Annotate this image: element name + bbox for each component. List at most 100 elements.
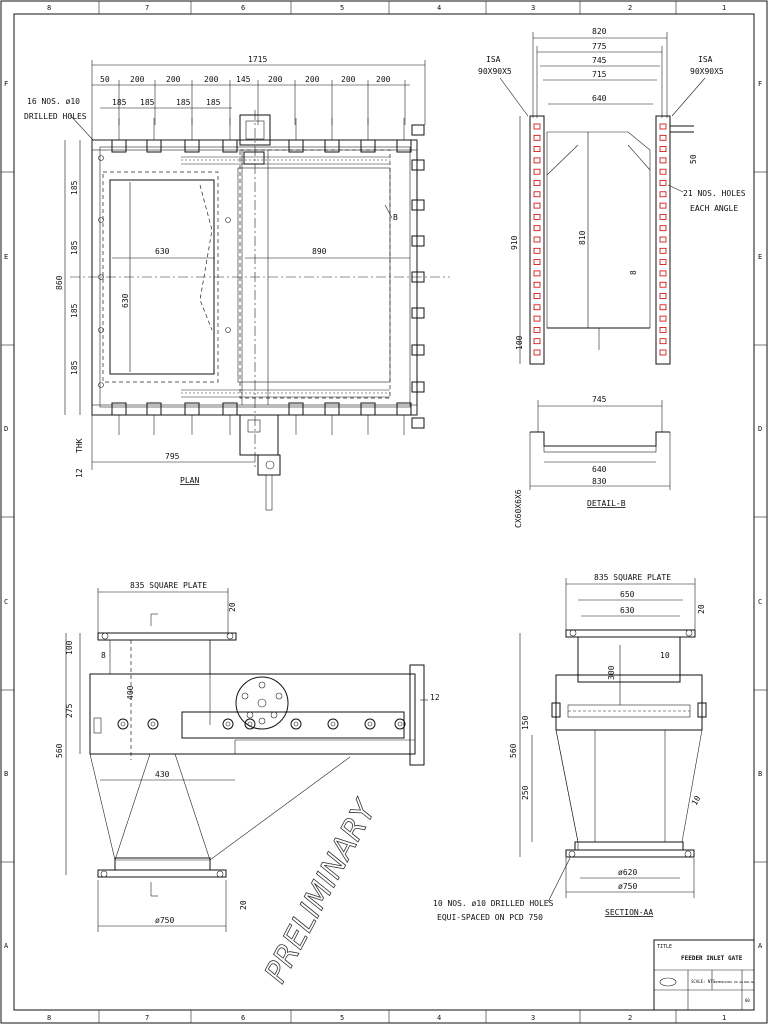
angle-hole-mark	[659, 202, 667, 209]
angle-hole-mark	[533, 191, 541, 198]
front-small-dim: 20	[228, 602, 237, 612]
title-block-sheet-label: DWG.No	[744, 980, 755, 984]
section-top-dim: 630	[620, 606, 635, 615]
angle-hole-mark	[533, 202, 541, 209]
side-right-angle	[655, 115, 671, 365]
title-block: TITLE FEEDER INLET GATE SCALE: NTS DIMEN…	[653, 939, 755, 1011]
section-aa: 835 SQUARE PLATE 650 630 20 300 10 560 2…	[433, 573, 707, 922]
plan-pitch-dim: 200	[268, 75, 283, 84]
detail-b-dim: 830	[592, 477, 607, 486]
detail-b: 745 640 830 CX60X6X6 DETAIL-B	[514, 395, 671, 528]
front-plate-label: 835 SQUARE PLATE	[130, 581, 207, 590]
plan-height-dim: 185	[70, 180, 79, 195]
plan-bolts-top	[111, 118, 412, 435]
plan-pitch-dim: 200	[376, 75, 391, 84]
section-inner-height: 300	[607, 665, 616, 680]
angle-hole-mark	[533, 236, 541, 243]
angle-hole-mark	[659, 236, 667, 243]
section-left-dim: 150	[521, 715, 530, 730]
front-view: 835 SQUARE PLATE 20	[55, 581, 440, 932]
side-hole-note-line2: EACH ANGLE	[690, 204, 738, 213]
side-top-dim: 745	[592, 56, 607, 65]
row-letter: C	[758, 598, 762, 606]
detail-b-channel: CX60X6X6	[514, 489, 523, 528]
col-number: 5	[340, 4, 344, 12]
section-hole-note-line1: 10 NOS. ø10 DRILLED HOLES	[433, 899, 554, 908]
angle-hole-mark	[533, 338, 541, 345]
title-block-label: TITLE	[657, 944, 672, 950]
plan-pitch-dim: 200	[341, 75, 356, 84]
side-angle-left: 90X90X5	[478, 67, 512, 76]
plan-title: PLAN	[180, 476, 199, 485]
angle-hole-mark	[533, 315, 541, 322]
angle-hole-mark	[659, 304, 667, 311]
angle-hole-mark	[533, 349, 541, 356]
col-number: 3	[531, 4, 535, 12]
section-bottom-dim: ø750	[618, 882, 637, 891]
side-top-dim: 775	[592, 42, 607, 51]
angle-hole-mark	[533, 225, 541, 232]
col-number: 1	[722, 1014, 726, 1022]
detail-b-dim: 640	[592, 465, 607, 474]
col-number: 2	[628, 4, 632, 12]
plan-view-mark: B	[393, 213, 398, 222]
angle-hole-mark	[533, 281, 541, 288]
section-bottom-dim: ø620	[618, 868, 637, 877]
section-side-dim: 10	[660, 651, 670, 660]
row-letter: D	[4, 425, 8, 433]
row-letter: C	[4, 598, 8, 606]
section-left-dim: 560	[509, 743, 518, 758]
angle-hole-mark	[533, 180, 541, 186]
plan-thk-label: THK	[75, 438, 84, 453]
row-letter: D	[758, 425, 762, 433]
angle-hole-mark	[659, 326, 667, 333]
plan-pitch-dim: 200	[166, 75, 181, 84]
side-angle-right: ISA	[698, 55, 713, 64]
plan-height-dim: 185	[70, 240, 79, 255]
col-number: 8	[47, 1014, 51, 1022]
section-top-dim: 650	[620, 590, 635, 599]
plan-sub-dim: 185	[176, 98, 191, 107]
row-letter: F	[4, 80, 8, 88]
plan-pitch-dim: 50	[100, 75, 110, 84]
front-handwheel	[235, 676, 289, 730]
front-small-dim: 20	[239, 900, 248, 910]
angle-hole-mark	[533, 259, 541, 266]
plan-opening-width: 630	[155, 247, 170, 256]
plan-pitch-dim: 145	[236, 75, 251, 84]
section-title: SECTION-AA	[605, 908, 653, 917]
front-bottom-dia: ø750	[155, 916, 174, 925]
side-right-dim: 50	[689, 154, 698, 164]
front-small-dim: 400	[126, 685, 135, 700]
side-top-dim: 820	[592, 27, 607, 36]
angle-hole-mark	[659, 180, 667, 186]
section-plate-label: 835 SQUARE PLATE	[594, 573, 671, 582]
side-angle-left: ISA	[486, 55, 501, 64]
side-angle-holes	[533, 123, 667, 356]
angle-hole-mark	[659, 146, 667, 153]
angle-hole-mark	[659, 213, 667, 220]
plan-height-dim: 185	[70, 360, 79, 375]
col-number: 6	[241, 1014, 245, 1022]
side-height-inner: 810	[578, 230, 587, 245]
angle-hole-mark	[659, 338, 667, 345]
side-top-dim: 640	[592, 94, 607, 103]
side-top-dim: 715	[592, 70, 607, 79]
side-angle-right: 90X90X5	[690, 67, 724, 76]
angle-hole-mark	[533, 247, 541, 254]
angle-hole-mark	[659, 293, 667, 299]
side-height-outer: 910	[510, 235, 519, 250]
plan-overall-height: 860	[55, 275, 64, 290]
col-number: 2	[628, 1014, 632, 1022]
plan-view: 1715 50 200 200 200 145 200 200 200 200 …	[24, 55, 450, 511]
row-letter: F	[758, 80, 762, 88]
plan-overall-width: 1715	[248, 55, 267, 64]
angle-hole-mark	[533, 304, 541, 311]
col-number: 3	[531, 1014, 535, 1022]
plan-thk-value: 12	[75, 468, 84, 478]
title-block-dims-note: DIMENSIONS IN mm	[714, 980, 743, 984]
front-gate-body	[89, 673, 416, 755]
detail-b-dim: 745	[592, 395, 607, 404]
plan-gate-travel: 890	[312, 247, 327, 256]
